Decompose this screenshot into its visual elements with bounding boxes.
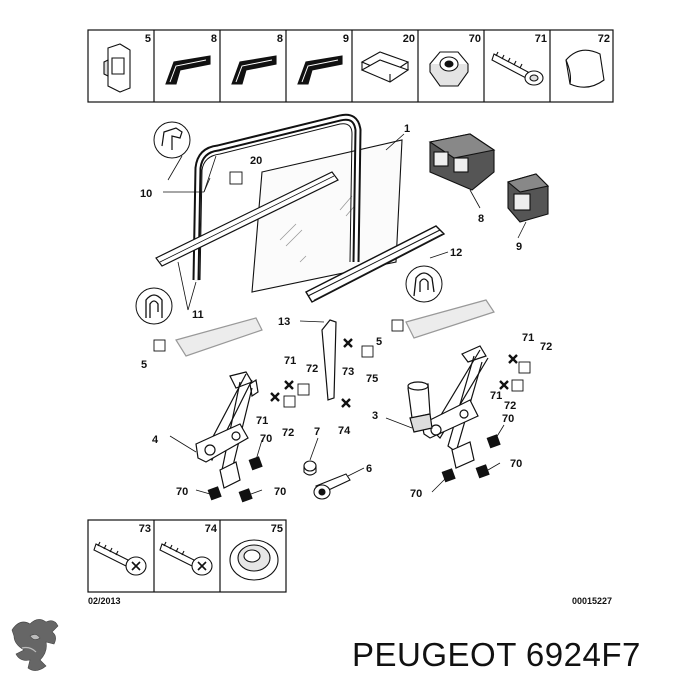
ref-75: 75: [366, 373, 378, 385]
strip-ref-70: 70: [469, 33, 481, 45]
ref-72-b: 72: [282, 427, 294, 439]
nut-markers: [207, 434, 501, 503]
pad-part-icon: [360, 51, 410, 83]
screw-part-icon: [491, 51, 544, 86]
window-switch-double: [428, 133, 496, 191]
screw-74-icon: [159, 541, 213, 576]
ref-70-f: 70: [410, 488, 422, 500]
bottom-strip-labels: 73 74 75: [139, 523, 283, 535]
ref-7: 7: [314, 426, 320, 438]
seal-profile-icon: [297, 55, 343, 85]
strip-ref-9: 9: [343, 33, 349, 45]
strip-ref-8b: 8: [277, 33, 283, 45]
brand-part-number: PEUGEOT 6924F7: [352, 636, 641, 673]
guide-rail: [321, 319, 337, 401]
top-strip-labels: 5 8 8 9 20 70 71 72: [145, 33, 610, 45]
ref-1: 1: [404, 123, 410, 135]
peugeot-lion-logo: [11, 619, 59, 671]
seal-clip-detail-callout-left: [135, 287, 173, 325]
strip-ref-73: 73: [139, 523, 151, 535]
top-parts-strip: [87, 29, 614, 103]
bottom-parts-strip: [87, 519, 287, 593]
ref-8: 8: [478, 213, 484, 225]
grommet-75-icon: [229, 539, 279, 581]
strip-ref-5: 5: [145, 33, 151, 45]
ref-72-a: 72: [306, 363, 318, 375]
cable-pulley-part: [303, 460, 317, 476]
screw-73-icon: [93, 541, 147, 576]
diagram-date: 02/2013: [88, 596, 121, 606]
ref-6: 6: [366, 463, 372, 475]
ref-73: 73: [342, 366, 354, 378]
ref-74: 74: [338, 425, 351, 437]
clip-part-icon: [103, 43, 131, 93]
callout-labels: 1 8 9 10 20 12 11 13 5 5 71 72 71 72 73 …: [140, 123, 552, 500]
ref-70-a: 70: [260, 433, 272, 445]
leader-lines: [163, 133, 527, 495]
ref-70-b: 70: [176, 486, 188, 498]
cable-end-fitting: [313, 473, 351, 500]
seal-clip-detail-callout-right: [405, 265, 443, 303]
ref-12: 12: [450, 247, 462, 259]
ref-11: 11: [192, 309, 204, 321]
strip-ref-8a: 8: [211, 33, 217, 45]
left-window-regulator: [175, 317, 263, 489]
ref-13: 13: [278, 316, 290, 328]
door-glass-panel: [251, 139, 403, 293]
main-diagram: 1 8 9 10 20 12 11 13 5 5 71 72 71 72 73 …: [135, 113, 552, 503]
strip-ref-75: 75: [271, 523, 283, 535]
ref-71-a: 71: [284, 355, 296, 367]
ref-4: 4: [152, 434, 159, 446]
ref-70-c: 70: [274, 486, 286, 498]
diagram-code: 00015227: [572, 596, 612, 606]
ref-71-c: 71: [522, 332, 534, 344]
seal-profile-icon: [165, 55, 211, 85]
seal-profile-icon: [231, 55, 277, 85]
ref-70-d: 70: [502, 413, 514, 425]
ref-72-d: 72: [504, 400, 516, 412]
right-window-regulator: [405, 299, 495, 469]
plug-markers: [153, 319, 531, 408]
ref-5-left: 5: [141, 359, 147, 371]
plug-part-icon: [565, 49, 605, 88]
pad-square: [229, 171, 243, 185]
strip-ref-72: 72: [598, 33, 610, 45]
ref-70-e: 70: [510, 458, 522, 470]
ref-71-d: 71: [490, 390, 502, 402]
ref-72-c: 72: [540, 341, 552, 353]
strip-ref-20: 20: [403, 33, 415, 45]
screw-markers: [270, 338, 518, 408]
ref-71-b: 71: [256, 415, 268, 427]
window-switch-single: [506, 173, 550, 223]
nut-part-icon: [429, 51, 469, 87]
strip-ref-71: 71: [535, 33, 547, 45]
ref-10: 10: [140, 188, 152, 200]
ref-9: 9: [516, 241, 522, 253]
strip-ref-74: 74: [205, 523, 218, 535]
ref-5-right: 5: [376, 336, 382, 348]
bottom-strip-parts: [93, 539, 279, 581]
top-strip-parts: [103, 43, 605, 93]
ref-20: 20: [250, 155, 262, 167]
ref-3: 3: [372, 410, 378, 422]
